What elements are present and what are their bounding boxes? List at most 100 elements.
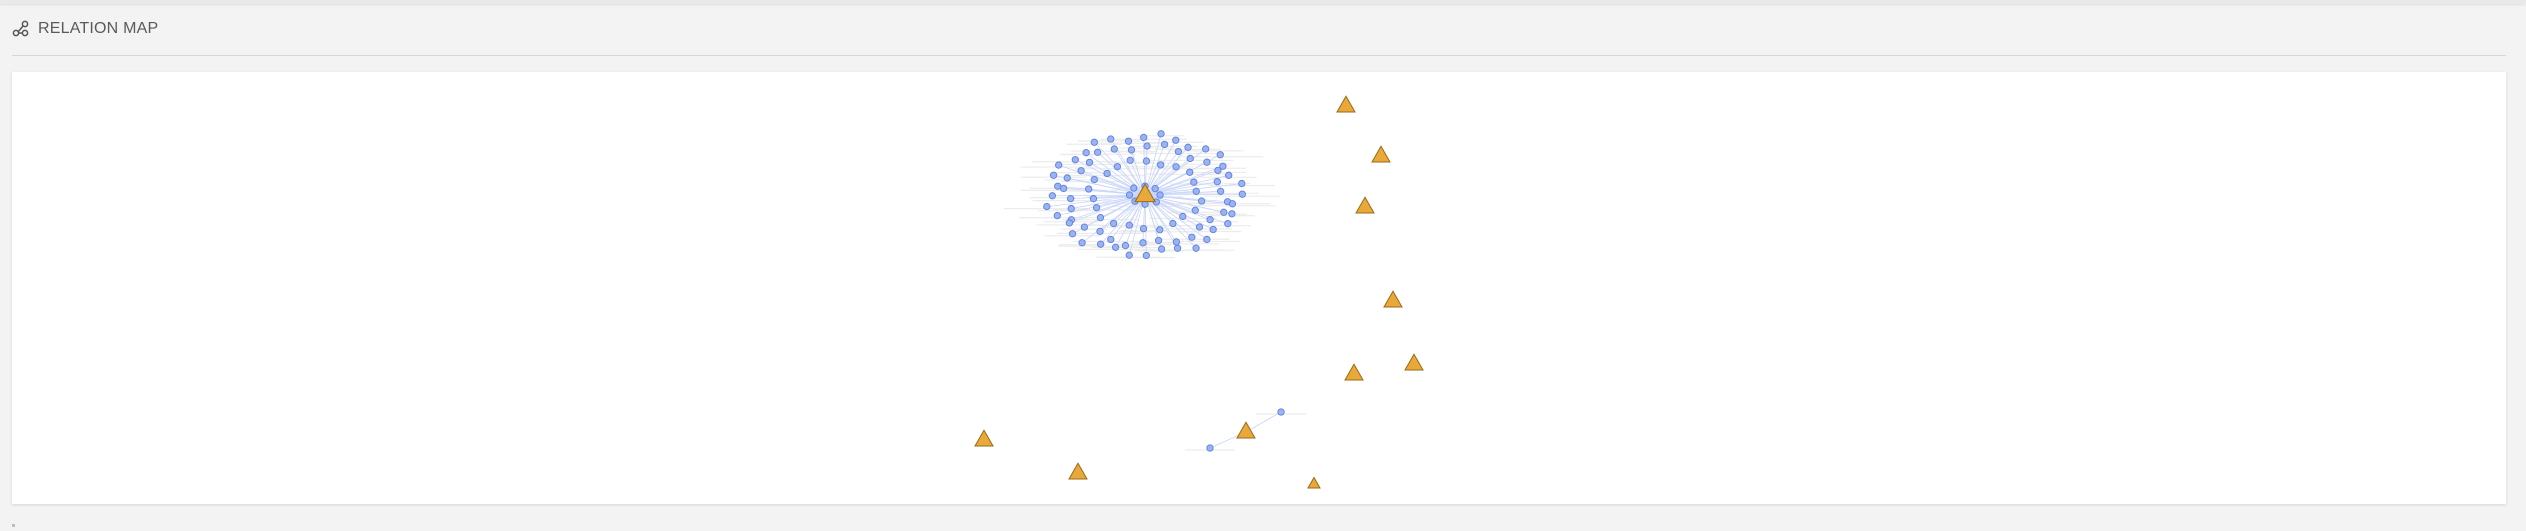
entity-node[interactable] bbox=[1209, 225, 1217, 234]
entity-node[interactable] bbox=[1172, 163, 1180, 171]
entity-node[interactable] bbox=[1126, 156, 1134, 164]
entity-node[interactable] bbox=[1089, 195, 1098, 203]
entity-node[interactable] bbox=[1173, 244, 1182, 252]
entity-node[interactable] bbox=[1110, 145, 1118, 153]
entity-node[interactable] bbox=[1157, 130, 1165, 138]
entity-node[interactable] bbox=[1151, 185, 1159, 193]
entity-node[interactable] bbox=[1140, 133, 1148, 142]
entity-node[interactable] bbox=[1080, 223, 1089, 231]
entity-node[interactable] bbox=[1216, 187, 1225, 195]
entity-node[interactable] bbox=[1124, 137, 1133, 145]
entity-node[interactable] bbox=[1216, 151, 1224, 159]
entity-node[interactable] bbox=[1220, 208, 1228, 216]
entity-node[interactable] bbox=[1103, 169, 1111, 178]
entity-node[interactable] bbox=[1186, 154, 1194, 163]
entity-node[interactable] bbox=[1065, 219, 1073, 227]
entity-node[interactable] bbox=[1130, 184, 1138, 192]
entity-node[interactable] bbox=[1238, 179, 1246, 188]
entity-node[interactable] bbox=[1203, 158, 1211, 166]
entity-node[interactable] bbox=[1096, 227, 1104, 236]
hub-node-hub-5[interactable] bbox=[1383, 290, 1403, 308]
entity-node[interactable] bbox=[1156, 226, 1164, 234]
hub-node-hub-2[interactable] bbox=[1336, 95, 1356, 113]
entity-node[interactable] bbox=[1160, 140, 1169, 149]
hub-node-hub-3[interactable] bbox=[1371, 145, 1391, 163]
entity-node[interactable] bbox=[1186, 168, 1194, 176]
entity-node[interactable] bbox=[1085, 158, 1094, 167]
entity-node[interactable] bbox=[1055, 161, 1063, 169]
entity-node[interactable] bbox=[1071, 156, 1079, 164]
hub-node-hub-11[interactable] bbox=[1307, 476, 1321, 489]
entity-node[interactable] bbox=[1078, 239, 1086, 247]
entity-node[interactable] bbox=[1179, 212, 1187, 221]
entity-node[interactable] bbox=[1206, 444, 1214, 452]
entity-node[interactable] bbox=[1096, 240, 1105, 248]
entity-node[interactable] bbox=[1093, 148, 1102, 156]
entity-node[interactable] bbox=[1228, 200, 1237, 208]
entity-node[interactable] bbox=[1082, 149, 1090, 157]
entity-node[interactable] bbox=[1107, 135, 1115, 143]
entity-node[interactable] bbox=[1049, 171, 1058, 179]
entity-node[interactable] bbox=[1219, 162, 1227, 170]
entity-node[interactable] bbox=[1085, 185, 1093, 193]
entity-node[interactable] bbox=[1172, 238, 1181, 246]
entity-node[interactable] bbox=[1206, 216, 1214, 224]
entity-node[interactable] bbox=[1169, 219, 1177, 228]
entity-node[interactable] bbox=[1139, 239, 1147, 247]
entity-node[interactable] bbox=[1054, 182, 1062, 190]
hub-node-hub-9[interactable] bbox=[974, 429, 994, 447]
entity-node[interactable] bbox=[1184, 143, 1192, 151]
hub-node-hub-7[interactable] bbox=[1344, 363, 1364, 381]
entity-node[interactable] bbox=[1188, 233, 1196, 241]
entity-node[interactable] bbox=[1077, 167, 1085, 175]
hub-node-hub-8[interactable] bbox=[1236, 421, 1256, 439]
entity-node[interactable] bbox=[1125, 191, 1134, 199]
entity-node[interactable] bbox=[1228, 210, 1236, 218]
entity-node[interactable] bbox=[1238, 190, 1246, 198]
entity-node[interactable] bbox=[1154, 236, 1163, 245]
entity-node[interactable] bbox=[1224, 220, 1232, 228]
entity-node[interactable] bbox=[1048, 192, 1057, 200]
entity-node[interactable] bbox=[1202, 145, 1210, 153]
entity-node[interactable] bbox=[1111, 243, 1120, 251]
entity-node[interactable] bbox=[1197, 197, 1206, 205]
entity-node[interactable] bbox=[1157, 161, 1165, 169]
entity-node[interactable] bbox=[1096, 214, 1105, 222]
entity-node[interactable] bbox=[1043, 202, 1051, 211]
entity-node[interactable] bbox=[1107, 235, 1115, 244]
entity-node[interactable] bbox=[1277, 408, 1285, 416]
entity-node[interactable] bbox=[1203, 235, 1211, 244]
entity-node[interactable] bbox=[1090, 138, 1098, 146]
entity-node[interactable] bbox=[1092, 204, 1101, 212]
entity-node[interactable] bbox=[1214, 166, 1222, 175]
entity-node[interactable] bbox=[1191, 206, 1199, 214]
relation-graph[interactable] bbox=[12, 72, 2506, 504]
hub-node-hub-4[interactable] bbox=[1355, 196, 1375, 214]
relation-map-canvas[interactable] bbox=[12, 72, 2506, 504]
entity-node[interactable] bbox=[1113, 163, 1122, 171]
entity-node[interactable] bbox=[1067, 204, 1075, 213]
entity-node[interactable] bbox=[1190, 178, 1198, 186]
entity-node[interactable] bbox=[1125, 251, 1133, 259]
entity-node[interactable] bbox=[1172, 136, 1180, 144]
entity-node[interactable] bbox=[1125, 221, 1133, 229]
entity-node[interactable] bbox=[1225, 171, 1233, 179]
entity-node[interactable] bbox=[1121, 241, 1130, 250]
entity-node[interactable] bbox=[1143, 142, 1151, 150]
entity-node[interactable] bbox=[1213, 178, 1221, 186]
entity-node[interactable] bbox=[1156, 191, 1164, 199]
entity-node[interactable] bbox=[1063, 174, 1071, 182]
entity-node[interactable] bbox=[1127, 146, 1136, 154]
entity-node[interactable] bbox=[1139, 224, 1148, 233]
entity-node[interactable] bbox=[1142, 157, 1151, 165]
entity-node[interactable] bbox=[1090, 175, 1098, 184]
entity-node[interactable] bbox=[1192, 244, 1200, 252]
hub-node-hub-6[interactable] bbox=[1404, 353, 1424, 371]
entity-node[interactable] bbox=[1174, 147, 1183, 156]
entity-node[interactable] bbox=[1053, 211, 1061, 220]
entity-node[interactable] bbox=[1066, 194, 1075, 203]
hub-node-hub-10[interactable] bbox=[1068, 462, 1088, 480]
entity-node[interactable] bbox=[1109, 219, 1118, 228]
hub-node-hub-main[interactable] bbox=[1134, 183, 1156, 203]
entity-node[interactable] bbox=[1142, 251, 1150, 260]
